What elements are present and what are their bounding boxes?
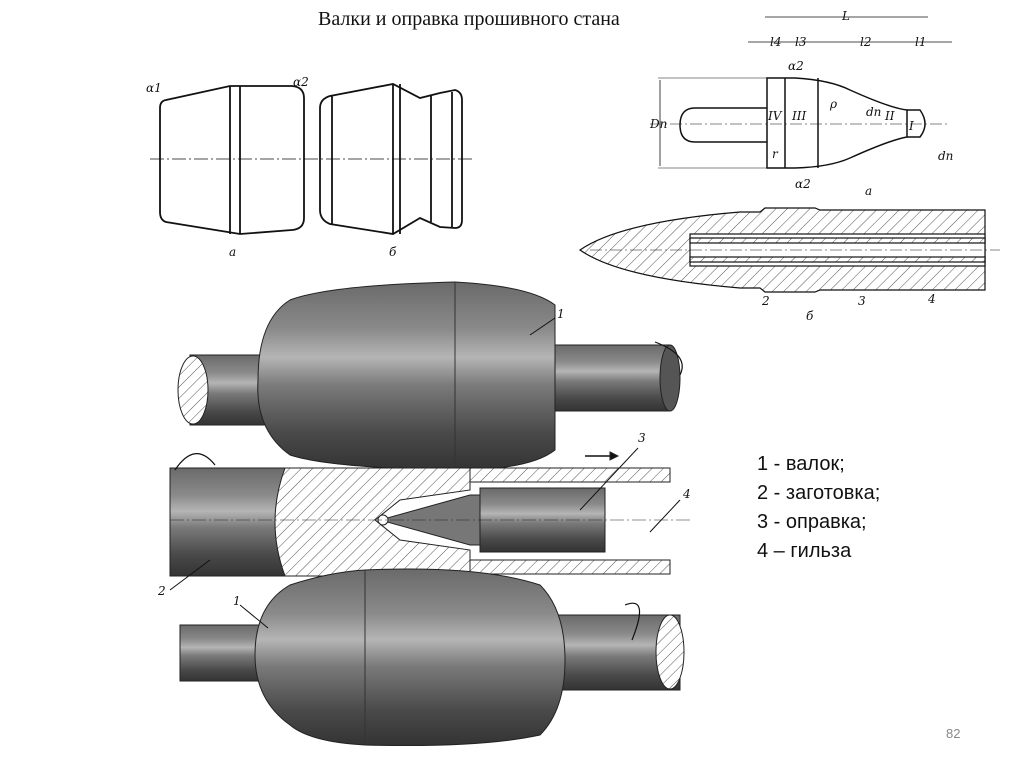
slide-title: Валки и оправка прошивного стана (318, 8, 620, 30)
dim-l1: l1 (915, 35, 926, 49)
rotation-arrow-icon (174, 453, 216, 471)
callout-4: 4 (682, 487, 691, 501)
dim-l4: l4 (770, 35, 781, 49)
mandrel-b-caption: б (806, 309, 814, 323)
alpha2-label: α2 (293, 75, 309, 89)
dim-alpha2-bottom: α2 (795, 177, 811, 191)
zone-II: II (884, 109, 895, 123)
mandrel-drawing (650, 16, 952, 169)
dim-dn-tip: dп (938, 149, 953, 163)
legend-item-billet: 2 - заготовка; (757, 482, 881, 504)
mandrel-assembly-drawing (578, 207, 1000, 293)
dim-r: r (772, 147, 779, 161)
callout-2: 2 (157, 584, 166, 598)
part-2-label: 2 (761, 294, 770, 308)
sleeve-top-wall (469, 467, 671, 483)
roll-drawings (150, 83, 475, 235)
dim-rho: ρ (829, 97, 837, 111)
part-4-label: 4 (927, 292, 936, 306)
top-roll-right-shaft (544, 344, 671, 412)
dim-l3: l3 (795, 35, 807, 49)
legend-item-mandrel: 3 - оправка; (757, 511, 867, 533)
legend: 1 - валок; 2 - заготовка; 3 - оправка; 4… (757, 450, 880, 566)
piercing-mill-illustration (169, 281, 690, 747)
dim-Dn: Dп (649, 117, 667, 131)
mandrel-a-caption: а (865, 184, 872, 198)
callout-1-bottom: 1 (233, 594, 241, 608)
mandrel-rod (479, 487, 606, 553)
feed-direction-arrow-icon (609, 451, 620, 461)
sleeve-bottom-wall (469, 559, 671, 575)
roll-a-outline (159, 85, 305, 235)
dim-L: L (841, 9, 850, 23)
zone-I: I (908, 119, 914, 133)
part-3-label: 3 (858, 294, 866, 308)
roll-b-caption: б (389, 245, 397, 259)
page-number: 82 (946, 726, 961, 741)
rotation-arrow-icon (654, 341, 683, 376)
legend-item-roll: 1 - валок; (757, 453, 845, 475)
billet (169, 467, 286, 577)
roll-b-outline (319, 83, 463, 235)
legend-item-sleeve: 4 – гильза (757, 540, 852, 562)
callout-3: 3 (638, 431, 646, 445)
zone-IV: IV (767, 109, 783, 123)
dim-l2: l2 (860, 35, 871, 49)
callout-1-top: 1 (557, 307, 565, 321)
rotation-arrow-icon (624, 602, 641, 641)
mandrel-labels: L l4 l3 l2 l1 IV III II I Dп dп dп ρ α2 … (649, 9, 953, 198)
zone-III: III (791, 109, 806, 123)
roll-a-caption: а (229, 245, 236, 259)
billet-section (274, 467, 471, 577)
alpha1-label: α1 (146, 81, 162, 95)
dim-alpha2-top: α2 (788, 59, 804, 73)
top-roll-body (257, 281, 556, 471)
bottom-roll-body (254, 568, 566, 747)
dim-dn: dп (866, 105, 881, 119)
